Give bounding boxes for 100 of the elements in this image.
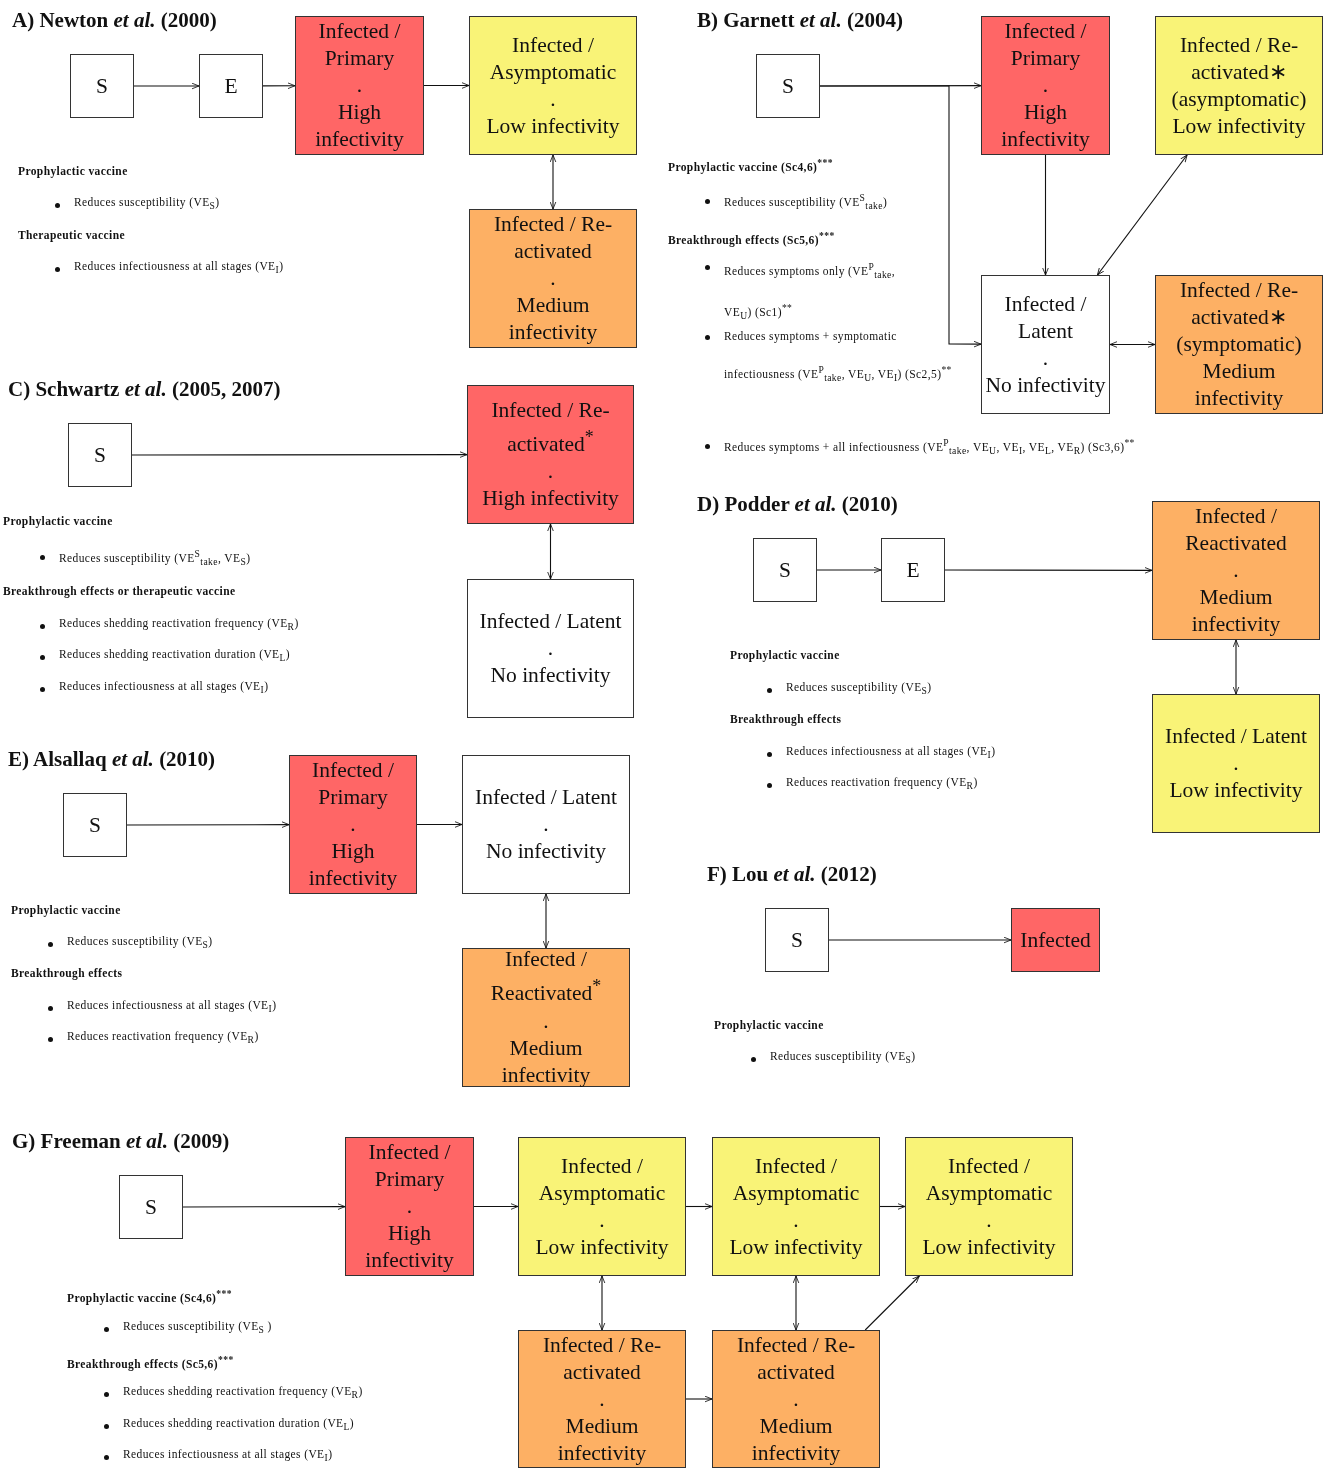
- arrow: [828, 936, 1012, 944]
- arrow: [182, 1203, 346, 1210]
- box-label: Infected / Asymptomatic: [537, 1152, 667, 1207]
- section-heading: Breakthrough effects: [11, 967, 123, 979]
- box-label: Low infectivity: [486, 112, 620, 140]
- box-label: Infected / Latent: [1003, 290, 1088, 345]
- box-label: Low infectivity: [1172, 112, 1306, 140]
- compartment-box: [756, 54, 820, 118]
- box-label: Medium infectivity: [1193, 358, 1285, 412]
- panel-heading: E) Alsallaq et al. (2010): [8, 747, 216, 772]
- bullet-text: Reduces symptoms + all infectiousness (VE$^{P}$$_{take}$, VE$_{U}$, VE$_{I}$, VE$_{L}$, VE$_{R}$) (Sc3,6)$^{**}$: [724, 437, 1135, 457]
- box-label: Medium infectivity: [750, 1412, 842, 1467]
- section-heading: Prophylactic vaccine: [730, 649, 840, 661]
- state-box: [295, 16, 424, 155]
- box-label: E: [224, 72, 238, 100]
- box-label: Infected / Primary: [317, 18, 402, 72]
- box-label: .: [599, 1385, 605, 1413]
- box-label: Infected / Reactivated$^{*}$: [489, 946, 603, 1008]
- bullet-text: Reduces symptoms only (VE$^{P}$$_{take}$, VE$_{U}$) (Sc1)$^{**}$: [724, 260, 897, 324]
- arrow: [1042, 154, 1049, 276]
- box-label: Infected / Re-activated: [492, 211, 614, 265]
- box-label: S: [779, 556, 791, 584]
- box-label: Infected / Primary: [311, 757, 395, 811]
- state-box: [712, 1330, 880, 1468]
- arrow: [864, 1275, 920, 1331]
- box-label: No infectivity: [490, 662, 611, 689]
- state-box: [1152, 501, 1320, 640]
- state-box: [345, 1137, 474, 1276]
- arrow: [423, 82, 470, 89]
- bullet-text: Reduces shedding reactivation duration (VE$_{L}$): [59, 648, 291, 664]
- box-label: Infected / Primary: [1003, 18, 1088, 72]
- box-label: Infected / Primary: [367, 1139, 452, 1193]
- state-box: [518, 1137, 686, 1276]
- double-arrow: [542, 893, 550, 949]
- bullet-text: Reduces symptoms + symptomatic infectiousness (VE$^{P}$$_{take}$, VE$_{U}$, VE$_{I}$) (Sc2,5)$^{**}$: [724, 329, 953, 386]
- box-label: S: [96, 72, 108, 100]
- box-label: S: [782, 72, 794, 100]
- box-label: .: [986, 1206, 992, 1234]
- state-box: [462, 755, 630, 894]
- box-label: Infected / Re-activated$^{*}$: [490, 396, 611, 459]
- bullet-text: Reduces susceptibility (VE$_{S}$): [74, 196, 220, 212]
- bullet-text: Reduces susceptibility (VE$_{S}$): [67, 935, 213, 951]
- panel-heading: B) Garnett et al. (2004): [697, 8, 903, 33]
- box-label: Infected / Asymptomatic: [488, 31, 618, 86]
- box-label: S: [791, 926, 803, 954]
- box-label: .: [1042, 72, 1049, 99]
- arrow: [685, 1203, 713, 1210]
- bullet-text: Reduces infectiousness at all stages (VE$_{I}$): [123, 1448, 333, 1464]
- state-box: [467, 579, 634, 718]
- box-label: .: [793, 1206, 799, 1234]
- bullet-text: Reduces shedding reactivation duration (VE$_{L}$): [123, 1417, 355, 1433]
- bullet-text: Reduces susceptibility (VE$^{S}$$_{take}$): [724, 192, 888, 212]
- compartment-box: [753, 538, 817, 602]
- box-label: Low infectivity: [922, 1233, 1056, 1261]
- box-label: Medium infectivity: [556, 1412, 648, 1467]
- box-label: Infected / Latent: [479, 608, 622, 635]
- box-label: High infectivity: [482, 485, 619, 513]
- compartment-box: [765, 908, 829, 972]
- double-arrow: [1232, 639, 1240, 695]
- box-label: High infectivity: [307, 838, 399, 892]
- panel-heading: A) Newton et al. (2000): [12, 8, 217, 33]
- box-label: Infected / Latent: [474, 784, 618, 811]
- box-label: No infectivity: [486, 838, 606, 865]
- box-label: S: [145, 1193, 157, 1221]
- box-label: .: [350, 811, 356, 838]
- box-label: Low infectivity: [1169, 777, 1303, 804]
- section-heading: Prophylactic vaccine (Sc4,6)$^{***}$: [67, 1288, 232, 1304]
- double-arrow: [547, 523, 554, 580]
- box-label: Infected / Latent: [1164, 723, 1308, 750]
- arrow: [816, 566, 882, 574]
- box-label: Infected / Re-activated∗ (asymptomatic): [1170, 31, 1308, 113]
- double-arrow: [1109, 341, 1156, 348]
- box-label: .: [793, 1385, 799, 1413]
- state-box: [1152, 694, 1320, 833]
- arrow: [944, 567, 1153, 574]
- box-label: .: [543, 1007, 549, 1035]
- state-box: [518, 1330, 686, 1468]
- arrow: [133, 82, 200, 90]
- bullet-text: Reduces infectiousness at all stages (VE$_{I}$): [74, 260, 284, 276]
- section-heading: Prophylactic vaccine: [11, 904, 121, 916]
- box-label: High infectivity: [314, 99, 405, 153]
- box-label: .: [543, 811, 549, 838]
- bullet-text: Reduces infectiousness at all stages (VE$_{I}$): [59, 680, 269, 696]
- box-label: Infected: [1020, 926, 1091, 954]
- state-box: [1155, 16, 1323, 155]
- bullet-text: Reduces susceptibility (VE$_{S}$ ): [123, 1320, 272, 1336]
- box-label: Infected / Asymptomatic: [731, 1152, 861, 1207]
- state-box: [469, 16, 637, 155]
- bullet-text: Reduces shedding reactivation frequency (VE$_{R}$): [59, 617, 299, 633]
- box-label: Medium infectivity: [500, 1034, 592, 1089]
- panel-heading: G) Freeman et al. (2009): [12, 1129, 230, 1154]
- box-label: S: [94, 441, 106, 469]
- state-box: [469, 209, 637, 348]
- bullet-text: Reduces reactivation frequency (VE$_{R}$): [67, 1030, 259, 1046]
- state-box: [981, 275, 1110, 414]
- arrow: [879, 1203, 906, 1210]
- bullet-text: Reduces susceptibility (VE$_{S}$): [770, 1050, 916, 1066]
- bullet-text: Reduces susceptibility (VE$^{S}$$_{take}$, VE$_{S}$): [59, 548, 251, 568]
- state-box: [905, 1137, 1073, 1276]
- box-label: High infectivity: [1000, 99, 1091, 153]
